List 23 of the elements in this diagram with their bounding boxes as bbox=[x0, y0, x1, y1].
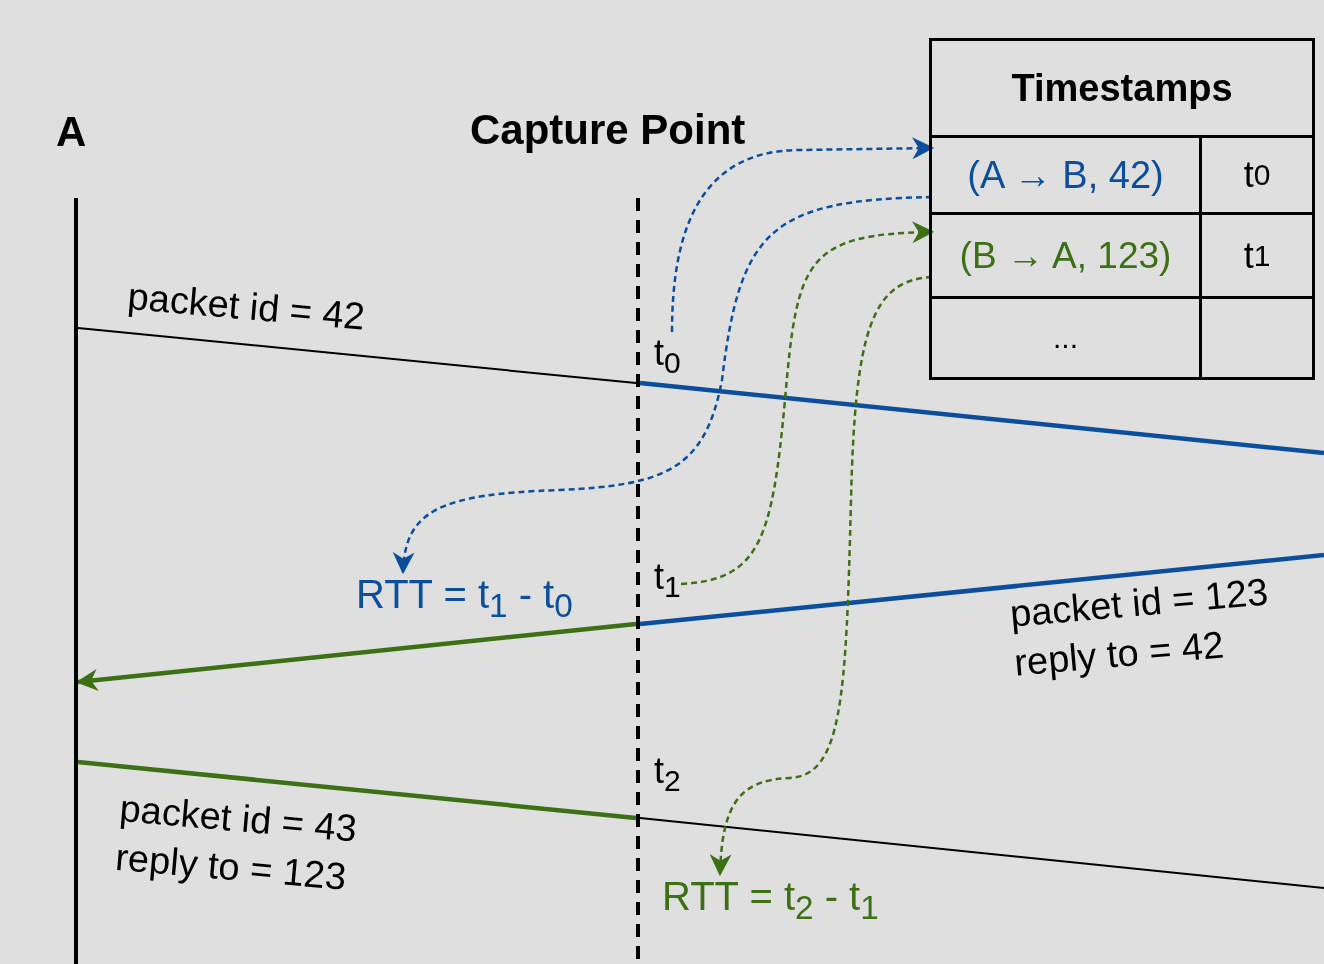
rtt-formula: RTT = t$_{2}$ - t$_{1}$ bbox=[662, 874, 879, 927]
table-cell: (B → A, 123) bbox=[932, 212, 1202, 296]
table-cell: (A → B, 42) bbox=[932, 135, 1202, 212]
edge-label: packet id = 43 reply to = 123 bbox=[113, 786, 360, 901]
edge-label: packet id = 42 bbox=[125, 274, 368, 340]
edge-label: packet id = 123 reply to = 42 bbox=[1008, 569, 1271, 687]
rtt-formula: RTT = t$_{1}$ - t$_{0}$ bbox=[356, 572, 573, 625]
message-line bbox=[639, 380, 1324, 456]
table-cell: ... bbox=[932, 296, 1202, 377]
timestamps-table bbox=[929, 38, 1315, 380]
timestamp-label: t$_{1}$ bbox=[654, 556, 681, 605]
capture-point-label: Capture Point bbox=[470, 106, 746, 154]
lifeline-label: A bbox=[56, 108, 87, 156]
message-arrow bbox=[75, 621, 637, 691]
dashed-arrow bbox=[680, 221, 935, 586]
dashed-arrow bbox=[670, 137, 935, 333]
message-line bbox=[77, 327, 637, 384]
table-heading: Timestamps bbox=[1010, 65, 1234, 111]
message-line bbox=[639, 552, 1324, 627]
timestamp-label: t$_{2}$ bbox=[654, 750, 681, 799]
message-line bbox=[77, 759, 637, 821]
message-line bbox=[639, 817, 1324, 889]
timestamp-label: t$_{0}$ bbox=[654, 332, 681, 381]
